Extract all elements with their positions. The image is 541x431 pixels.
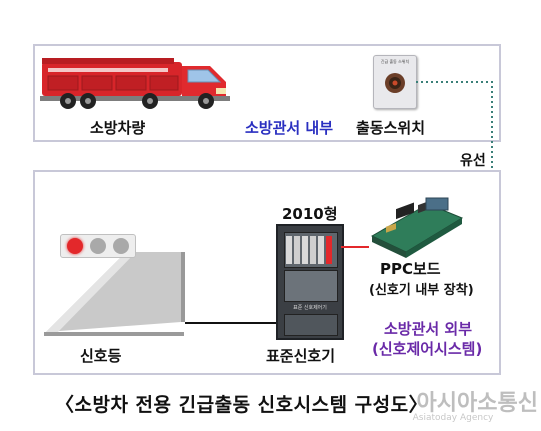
controller-cable bbox=[185, 322, 277, 324]
ppc-board-sub-label: (신호기 내부 장착) bbox=[369, 283, 474, 298]
traffic-signal-road-illustration bbox=[44, 252, 185, 336]
standard-controller-label: 표준신호기 bbox=[266, 347, 336, 365]
red-lamp-icon bbox=[67, 238, 83, 254]
fire-truck-icon bbox=[40, 58, 230, 109]
watermark-subtext: Asiatoday Agency bbox=[412, 413, 494, 423]
traffic-light-housing bbox=[60, 234, 136, 258]
signal-light-label: 신호등 bbox=[80, 347, 122, 365]
signal-control-system-label: (신호제어시스템) bbox=[372, 340, 483, 358]
ppc-board-label: PPC보드 bbox=[380, 260, 441, 278]
signal-controller-cabinet: 표준 신호제어기 bbox=[276, 224, 344, 340]
switch-plate-text: 긴급 출동 스위치 bbox=[380, 59, 410, 64]
ppc-connector-line bbox=[341, 246, 369, 248]
push-button-icon bbox=[385, 73, 405, 93]
dispatch-switch-label: 출동스위치 bbox=[356, 119, 426, 137]
model-label: 2010형 bbox=[282, 205, 338, 223]
green-lamp-icon bbox=[113, 238, 129, 254]
wired-label: 유선 bbox=[460, 153, 486, 169]
cabinet-plate-text: 표준 신호제어기 bbox=[293, 305, 327, 311]
diagram-caption: 〈소방차 전용 긴급출동 신호시스템 구성도〉 bbox=[55, 394, 429, 416]
ppc-board-icon bbox=[370, 197, 464, 258]
fire-truck-label: 소방차량 bbox=[90, 119, 146, 137]
station-interior-label: 소방관서 내부 bbox=[245, 119, 334, 137]
watermark-text: 아시아소통신 bbox=[416, 391, 538, 416]
station-exterior-label: 소방관서 외부 bbox=[384, 320, 473, 338]
agency-watermark-logo: 아시아소통신 Asiatoday Agency bbox=[368, 385, 538, 425]
yellow-lamp-icon bbox=[90, 238, 106, 254]
